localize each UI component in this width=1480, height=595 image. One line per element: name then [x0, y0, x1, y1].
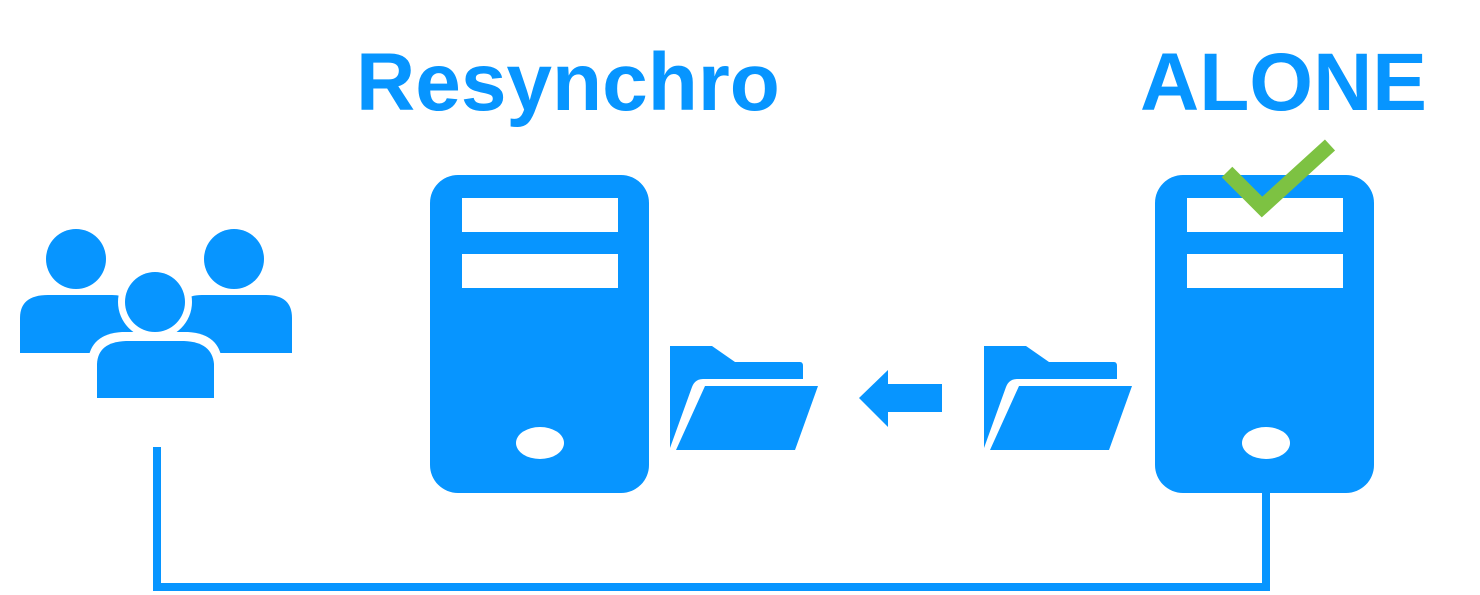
folder-open-icon-left — [670, 346, 818, 450]
server-icon-left — [430, 175, 649, 493]
connection-line — [153, 447, 1270, 591]
server-icon-right — [1155, 175, 1374, 493]
folder-open-icon-right — [984, 346, 1132, 450]
arrow-left-icon — [859, 370, 942, 427]
checkmark-icon — [1221, 139, 1336, 218]
users-icon — [20, 229, 292, 400]
alone-label: ALONE — [1140, 37, 1427, 128]
resynchro-label: Resynchro — [356, 37, 780, 128]
